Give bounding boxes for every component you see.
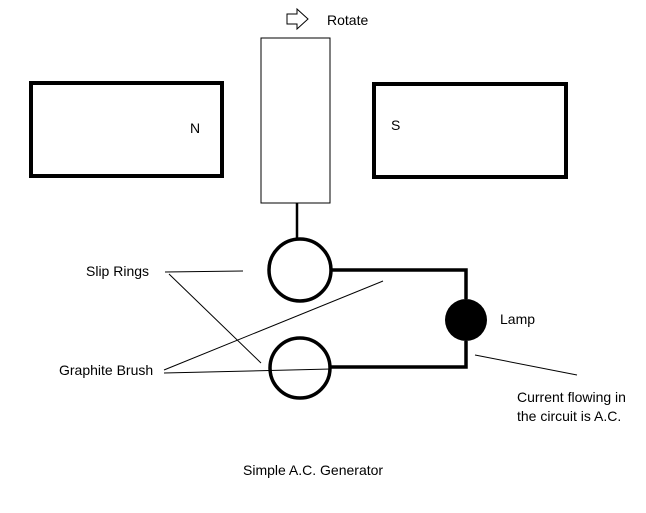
slip-rings-leader-upper: [164, 270, 244, 273]
lower-circuit-wire: [331, 341, 468, 369]
north-pole-label: N: [190, 120, 201, 136]
graphite-brush-leader-upper: [163, 280, 384, 371]
lamp: [445, 299, 487, 341]
slip-rings-label: Slip Rings: [86, 263, 150, 279]
rotate-label: Rotate: [327, 12, 369, 28]
current-note-leader: [474, 354, 578, 376]
lamp-label: Lamp: [500, 311, 536, 327]
graphite-brush-leader-lower: [163, 368, 332, 374]
south-pole-label: S: [391, 117, 401, 133]
diagram-caption: Simple A.C. Generator: [243, 462, 384, 478]
upper-slip-ring: [267, 237, 333, 303]
slip-rings-leader-lower: [168, 273, 262, 364]
graphite-brush-label: Graphite Brush: [59, 362, 154, 378]
upper-circuit-wire: [331, 268, 468, 299]
rotate-arrow-icon: [286, 7, 309, 31]
current-note-line-1: Current flowing in: [517, 389, 626, 405]
current-note-line-2: the circuit is A.C.: [517, 408, 622, 424]
south-magnet: [372, 82, 568, 179]
armature-coil: [260, 37, 331, 204]
north-magnet: [29, 81, 224, 178]
lower-slip-ring: [268, 336, 332, 400]
